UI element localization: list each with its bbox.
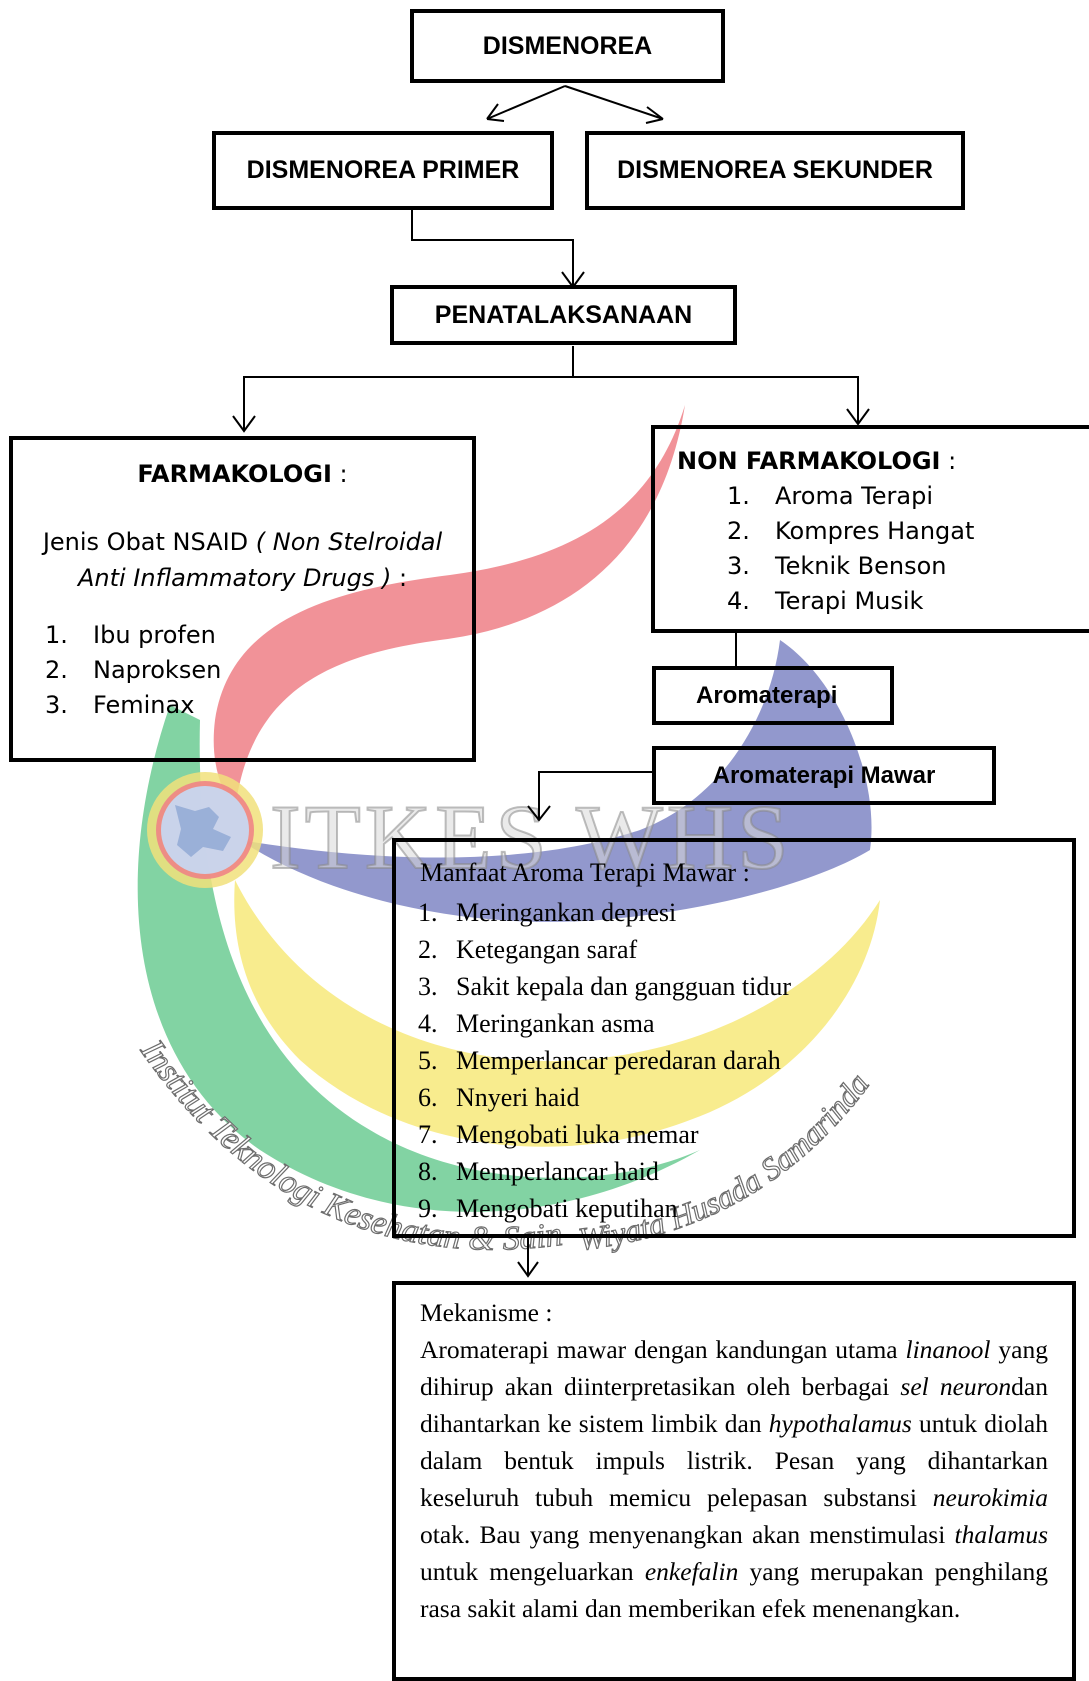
farmakologi-colon: : <box>331 460 348 488</box>
manfaat-list: 1.Meringankan depresi 2.Ketegangan saraf… <box>418 894 791 1227</box>
list-item: 1.Ibu profen <box>45 621 216 649</box>
node-farmakologi: FARMAKOLOGI : Jenis Obat NSAID ( Non Ste… <box>9 436 476 762</box>
arrow-mawar-to-manfaat <box>527 771 652 822</box>
node-aromaterapi: Aromaterapi <box>652 666 894 725</box>
mekanisme-term-sel-neuron: sel neuron <box>900 1372 1012 1401</box>
arrow-manfaat-to-mekanisme <box>517 1237 539 1278</box>
farmakologi-item-1: Ibu profen <box>93 621 216 649</box>
node-sekunder-label: DISMENOREA SEKUNDER <box>617 156 933 184</box>
manfaat-item-6: Nnyeri haid <box>456 1083 580 1112</box>
mekanisme-term-neurokimia: neurokimia <box>932 1483 1048 1512</box>
list-item: 2.Ketegangan saraf <box>418 935 638 964</box>
list-item: 2.Kompres Hangat <box>727 517 975 545</box>
non-farmakologi-list: 1.Aroma Terapi 2.Kompres Hangat 3.Teknik… <box>727 479 974 619</box>
aromaterapi-mawar-label: Aromaterapi Mawar <box>712 761 936 789</box>
list-item: 6.Nnyeri haid <box>418 1083 580 1112</box>
manfaat-item-9: Mengobati keputihan <box>456 1194 678 1223</box>
node-manfaat: Manfaat Aroma Terapi Mawar : 1.Meringank… <box>392 838 1076 1238</box>
non-farmakologi-item-4: Terapi Musik <box>775 587 924 615</box>
mekanisme-text-5: otak. Bau yang menyenangkan akan menstim… <box>420 1520 955 1549</box>
farmakologi-list: 1.Ibu profen 2.Naproksen 3.Feminax <box>45 618 221 723</box>
arrow-root-to-primer <box>486 85 566 122</box>
non-farmakologi-colon: : <box>940 447 957 475</box>
list-item: 1.Meringankan depresi <box>418 898 677 927</box>
mekanisme-term-linanool: linanool <box>905 1335 991 1364</box>
mekanisme-text-6: untuk mengeluarkan <box>420 1557 645 1586</box>
jenis-italic-1: ( Non Stelroidal <box>255 528 443 556</box>
non-farmakologi-item-1: Aroma Terapi <box>775 482 933 510</box>
list-item: 3.Feminax <box>45 691 195 719</box>
list-item: 1.Aroma Terapi <box>727 482 933 510</box>
farmakologi-jenis-obat: Jenis Obat NSAID ( Non Stelroidal Anti I… <box>13 524 472 596</box>
farmakologi-item-3: Feminax <box>93 691 195 719</box>
manfaat-item-5: Memperlancar peredaran darah <box>456 1046 781 1075</box>
manfaat-item-2: Ketegangan saraf <box>456 935 638 964</box>
mekanisme-term-thalamus: thalamus <box>954 1520 1048 1549</box>
mekanisme-term-hypothalamus: hypothalamus <box>768 1409 912 1438</box>
farmakologi-title: FARMAKOLOGI <box>137 460 332 488</box>
manfaat-item-1: Meringankan depresi <box>456 898 677 927</box>
non-farmakologi-heading: NON FARMAKOLOGI : <box>677 447 956 475</box>
non-farmakologi-item-2: Kompres Hangat <box>775 517 975 545</box>
arrow-split-to-farmakologi <box>232 346 574 433</box>
manfaat-item-8: Memperlancar haid <box>456 1157 659 1186</box>
node-penatalaksanaan-label: PENATALAKSANAAN <box>434 300 693 329</box>
list-item: 3.Teknik Benson <box>727 552 947 580</box>
list-item: 7.Mengobati luka memar <box>418 1120 699 1149</box>
aromaterapi-label: Aromaterapi <box>696 681 838 709</box>
mekanisme-text-2: yang dihirup akan diinterpretasikan oleh… <box>420 1335 1048 1401</box>
mekanisme-paragraph: Aromaterapi mawar dengan kandungan utama… <box>420 1331 1048 1627</box>
node-mekanisme: Mekanisme : Aromaterapi mawar dengan kan… <box>392 1281 1076 1681</box>
list-item: 8.Memperlancar haid <box>418 1157 659 1186</box>
node-dismenorea-primer: DISMENOREA PRIMER <box>212 131 554 210</box>
farmakologi-item-2: Naproksen <box>93 656 222 684</box>
node-primer-label: DISMENOREA PRIMER <box>246 156 520 184</box>
arrow-primer-to-penatalaksanaan <box>411 208 585 289</box>
non-farmakologi-item-3: Teknik Benson <box>775 552 947 580</box>
mekanisme-text-4: untuk diolah dalam bentuk impuls listrik… <box>420 1409 1048 1512</box>
list-item: 3.Sakit kepala dan gangguan tidur <box>418 972 792 1001</box>
list-item: 4.Terapi Musik <box>727 587 924 615</box>
jenis-suffix: : <box>391 564 408 592</box>
node-dismenorea: DISMENOREA <box>410 9 725 83</box>
manfaat-item-7: Mengobati luka memar <box>456 1120 699 1149</box>
node-penatalaksanaan: PENATALAKSANAAN <box>390 285 737 345</box>
non-farmakologi-title: NON FARMAKOLOGI <box>677 447 941 475</box>
node-aromaterapi-mawar: Aromaterapi Mawar <box>652 746 996 805</box>
manfaat-item-4: Meringankan asma <box>456 1009 655 1038</box>
manfaat-title: Manfaat Aroma Terapi Mawar : <box>420 858 750 887</box>
node-dismenorea-label: DISMENOREA <box>482 31 653 60</box>
farmakologi-heading: FARMAKOLOGI : <box>13 460 472 488</box>
arrow-root-to-sekunder <box>564 85 664 124</box>
mekanisme-term-enkefalin: enkefalin <box>644 1557 739 1586</box>
mekanisme-text-7: yang merupakan penghilang rasa sakit ala… <box>420 1557 1048 1623</box>
node-dismenorea-sekunder: DISMENOREA SEKUNDER <box>585 131 965 210</box>
arrow-split-to-nonfarmakologi <box>573 376 870 426</box>
jenis-italic-2: Anti Inflammatory Drugs ) <box>77 564 392 592</box>
list-item: 9.Mengobati keputihan <box>418 1194 678 1223</box>
mekanisme-title: Mekanisme : <box>420 1298 553 1327</box>
mekanisme-text-3: dan dihantarkan ke sistem limbik dan <box>420 1372 1048 1438</box>
list-item: 5.Memperlancar peredaran darah <box>418 1046 781 1075</box>
list-item: 4.Meringankan asma <box>418 1009 655 1038</box>
node-non-farmakologi: NON FARMAKOLOGI : 1.Aroma Terapi 2.Kompr… <box>651 425 1089 633</box>
manfaat-item-3: Sakit kepala dan gangguan tidur <box>456 972 792 1001</box>
mekanisme-text-1: Aromaterapi mawar dengan kandungan utama <box>420 1335 906 1364</box>
list-item: 2.Naproksen <box>45 656 222 684</box>
jenis-prefix: Jenis Obat NSAID <box>42 528 256 556</box>
